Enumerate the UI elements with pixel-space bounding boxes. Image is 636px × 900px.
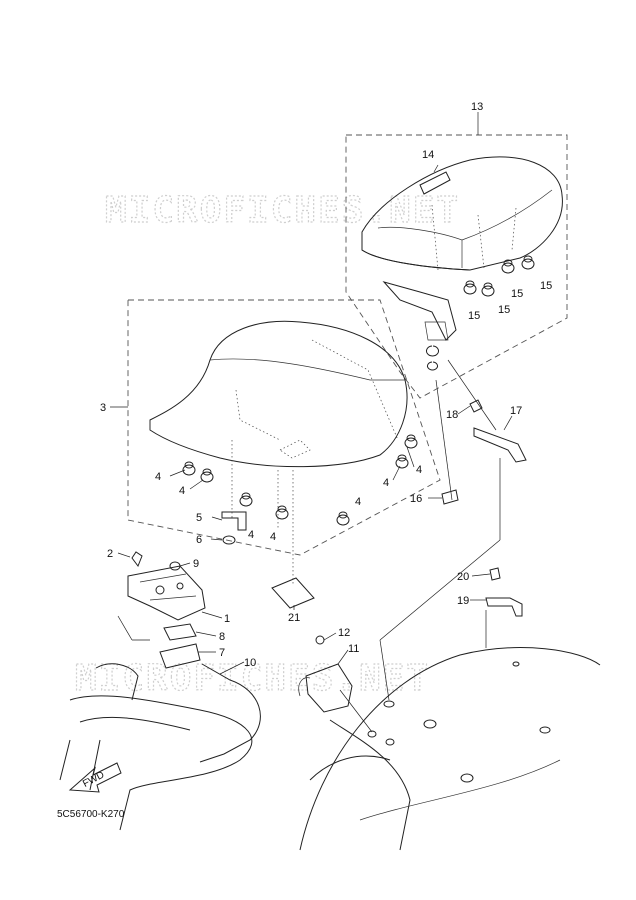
bracket-17 <box>473 427 527 463</box>
callout-17: 17 <box>510 405 522 417</box>
callout-18: 18 <box>446 409 458 421</box>
callout-16: 16 <box>410 493 422 505</box>
callout-15: 15 <box>540 280 552 292</box>
callout-12: 12 <box>338 627 350 639</box>
callouts: 13 14 15 15 15 15 3 4 4 4 4 4 4 4 5 6 16… <box>57 101 552 820</box>
main-seat <box>149 320 408 530</box>
callout-2: 2 <box>107 548 113 560</box>
callout-5: 5 <box>196 512 202 524</box>
grab-strap <box>419 171 451 195</box>
rear-seat <box>361 156 563 271</box>
frame <box>59 663 253 831</box>
callout-8: 8 <box>219 631 225 643</box>
diagram-code: 5C56700-K270 <box>57 809 125 820</box>
label-21 <box>271 577 315 609</box>
rear-grommets <box>463 255 535 297</box>
callout-4: 4 <box>416 464 422 476</box>
hook-plate-assembly <box>127 551 206 669</box>
washer-6 <box>222 535 236 545</box>
callout-14: 14 <box>422 149 434 161</box>
fwd-arrow-icon: FWD <box>68 762 122 793</box>
watermark-top: MICROFICHES.NET <box>105 190 460 231</box>
callout-4: 4 <box>383 477 389 489</box>
callout-20: 20 <box>457 571 469 583</box>
bolt-18 <box>469 399 483 413</box>
bolt-20 <box>489 567 501 581</box>
callout-4: 4 <box>179 485 185 497</box>
callout-21: 21 <box>288 612 300 624</box>
callout-4: 4 <box>355 496 361 508</box>
callout-9: 9 <box>193 558 199 570</box>
rear-seat-bracket <box>382 281 457 341</box>
callout-10: 10 <box>244 657 256 669</box>
callout-4: 4 <box>248 529 254 541</box>
bracket-5 <box>221 511 247 531</box>
main-seat-group-outline <box>127 299 441 556</box>
callout-1: 1 <box>224 613 230 625</box>
callout-13: 13 <box>471 101 483 113</box>
svg-text:FWD: FWD <box>81 770 106 790</box>
rear-fender <box>299 647 601 851</box>
leader-lines <box>117 164 513 733</box>
bracket-19 <box>485 597 523 617</box>
main-grommets <box>182 434 418 526</box>
callout-3: 3 <box>100 402 106 414</box>
callout-19: 19 <box>457 595 469 607</box>
rear-seat-group-outline <box>345 134 568 399</box>
callout-15: 15 <box>468 310 480 322</box>
seat-lock-cable <box>199 663 261 763</box>
callout-15: 15 <box>511 288 523 300</box>
bolt-16 <box>441 489 459 505</box>
callout-4: 4 <box>155 471 161 483</box>
callout-15: 15 <box>498 304 510 316</box>
callout-7: 7 <box>219 647 225 659</box>
callout-6: 6 <box>196 534 202 546</box>
callout-4: 4 <box>270 531 276 543</box>
callout-11: 11 <box>348 643 359 655</box>
